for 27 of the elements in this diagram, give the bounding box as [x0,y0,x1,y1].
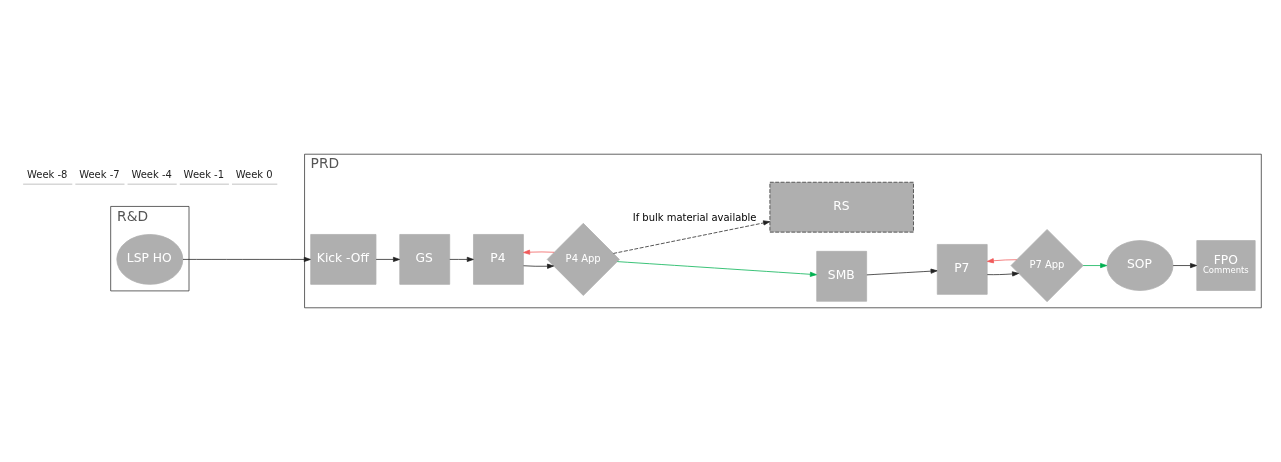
label: Week -1 [183,168,225,180]
label: Week -8 [26,168,68,180]
arrow [523,263,554,269]
node-ellipse: SOP [1106,240,1174,291]
arrow [866,268,938,276]
arrow [986,258,1018,264]
label: Week -4 [131,168,172,180]
arrow [1082,263,1108,269]
label: Week 0 [235,168,273,180]
label: Week -7 [79,168,120,180]
edge-label: If bulk material available [632,212,757,224]
arrow [523,249,555,255]
arrow [375,256,400,262]
node-box: P4 [473,234,524,285]
node-ellipse: LSP HO [116,234,184,285]
node-box: FPO Comments [1196,240,1256,291]
node-box: P7 [936,244,988,295]
node-box: RS [769,181,914,233]
node-box: SMB [816,250,867,302]
arrow [617,261,817,277]
arrow [182,256,311,262]
arrow [613,220,771,254]
node-box: GS [399,234,451,285]
node-box: Kick -Off [310,234,377,285]
arrow [1172,263,1197,269]
arrow [449,256,474,262]
arrow [986,271,1019,277]
